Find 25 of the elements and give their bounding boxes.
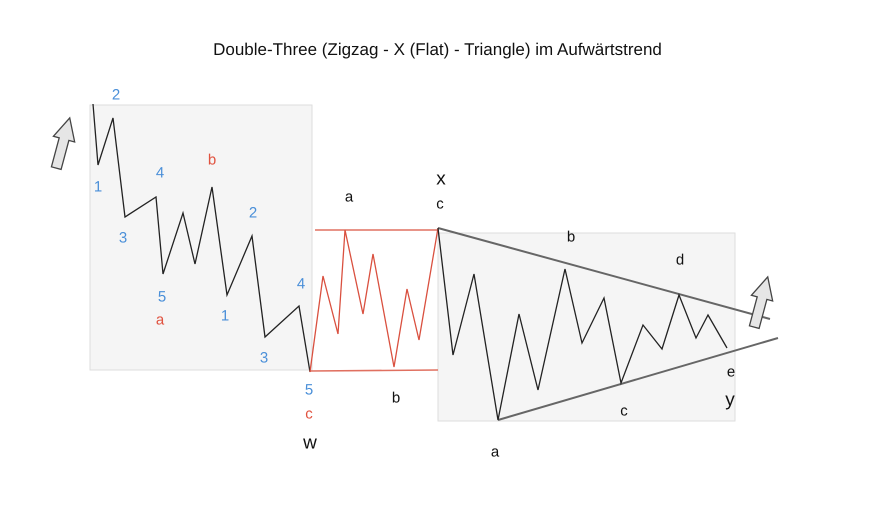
wave-label: 4: [156, 166, 164, 180]
wave-label: b: [566, 230, 576, 244]
wave-label: b: [208, 152, 216, 168]
wave-label: a: [344, 190, 354, 204]
wave-label: c: [305, 406, 313, 422]
wave-label: 1: [220, 308, 230, 324]
wave-label: e: [726, 364, 736, 380]
wave-label: w: [303, 434, 317, 452]
wave-label: x: [436, 170, 446, 188]
wave-label: 4: [296, 276, 306, 292]
wave-label: c: [620, 404, 628, 418]
wave-label: a: [490, 444, 500, 460]
wave-label: d: [676, 252, 684, 268]
wave-label: 3: [118, 230, 128, 246]
wave-label: 2: [248, 206, 258, 220]
wave-label: a: [156, 312, 164, 328]
wave-label: 5: [304, 382, 314, 398]
wave-label: 5: [158, 290, 166, 304]
wave-label: b: [392, 390, 400, 406]
wave-label: 3: [260, 350, 268, 366]
wave-label: y: [725, 390, 735, 410]
wave-label: 2: [112, 88, 120, 102]
wave-label: c: [436, 196, 444, 212]
wave-label: 1: [94, 180, 102, 194]
title: Double-Three (Zigzag - X (Flat) - Triangle) im Aufwärtstrend: [212, 40, 663, 60]
